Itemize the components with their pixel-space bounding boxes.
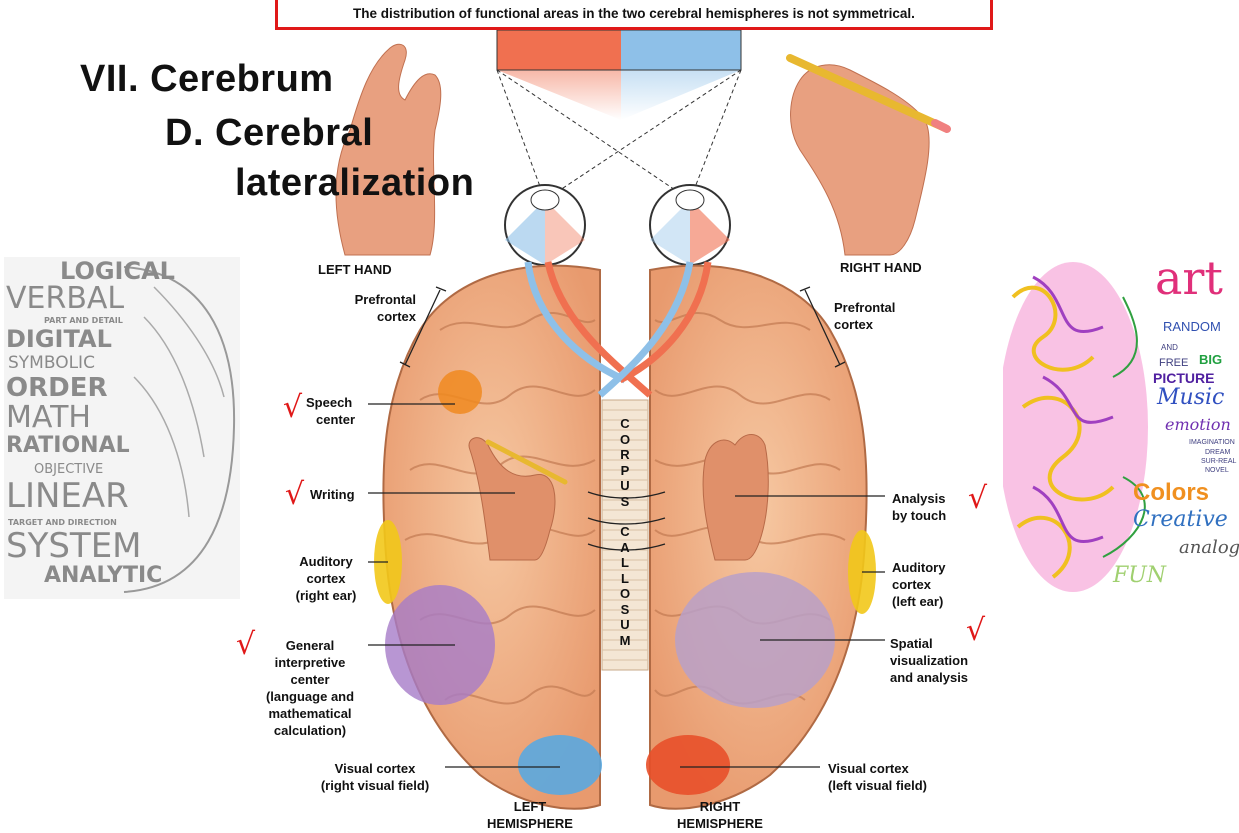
check-mark-spatial: √ (966, 616, 985, 646)
word-random: RANDOM (1163, 319, 1221, 334)
visual-left-label: Visual cortex(right visual field) (300, 760, 450, 794)
right-brain-word-panel: art RANDOM AND FREE BIG PICTURE Music em… (1003, 257, 1239, 599)
word-creative: Creative (1133, 507, 1228, 532)
word-free: FREE (1159, 357, 1188, 369)
writing-label: Writing (310, 486, 355, 503)
check-mark-general: √ (236, 630, 255, 660)
word-novel: NOVEL (1205, 467, 1229, 474)
word-picture: PICTURE (1153, 370, 1214, 386)
word-analog: analog (1179, 537, 1239, 558)
left-hand-label: LEFT HAND (318, 261, 392, 278)
word-system: SYSTEM (6, 529, 142, 563)
word-surreal: SUR-REAL (1201, 458, 1236, 465)
check-mark-speech: √ (283, 393, 302, 423)
word-dream: DREAM (1205, 449, 1230, 456)
word-fun: FUN (1113, 563, 1166, 588)
word-logical: LOGICAL (60, 259, 175, 283)
touch-hand (703, 434, 768, 560)
visual-cortex-left-area (518, 735, 602, 795)
word-analytic: ANALYTIC (44, 565, 162, 587)
visual-cortex-right-area (646, 735, 730, 795)
visual-right-label: Visual cortex(left visual field) (828, 760, 927, 794)
word-and: AND (1161, 343, 1178, 352)
word-verbal: VERBAL (6, 284, 124, 314)
word-math: MATH (6, 403, 91, 433)
word-order: ORDER (6, 375, 108, 401)
speech-center-area (438, 370, 482, 414)
right-hand-illustration (790, 58, 947, 255)
heading-line-1: VII. Cerebrum (80, 58, 334, 101)
word-music: Music (1157, 385, 1224, 410)
right-eye (650, 185, 730, 265)
word-rational: RATIONAL (6, 435, 130, 457)
banner: The distribution of functional areas in … (275, 0, 993, 30)
left-eye (505, 185, 585, 265)
word-colors: Colors (1133, 479, 1209, 507)
word-objective: OBJECTIVE (34, 463, 103, 476)
word-big: BIG (1199, 352, 1222, 367)
word-linear: LINEAR (6, 479, 129, 513)
right-hand-label: RIGHT HAND (840, 259, 922, 276)
check-mark-writing: √ (285, 480, 304, 510)
word-art: art (1155, 257, 1223, 305)
word-part-detail: PART AND DETAIL (44, 317, 123, 325)
word-imagination: IMAGINATION (1189, 439, 1235, 446)
word-digital: DIGITAL (6, 327, 112, 351)
check-mark-analysis: √ (968, 484, 987, 514)
left-brain-word-panel: LOGICAL VERBAL PART AND DETAIL DIGITAL S… (4, 257, 240, 599)
heading-line-2: D. Cerebral (165, 112, 373, 155)
word-symbolic: SYMBOLIC (8, 355, 95, 372)
visual-field-box (497, 30, 741, 120)
word-emotion: emotion (1165, 415, 1231, 434)
heading-line-3: lateralization (235, 162, 474, 205)
